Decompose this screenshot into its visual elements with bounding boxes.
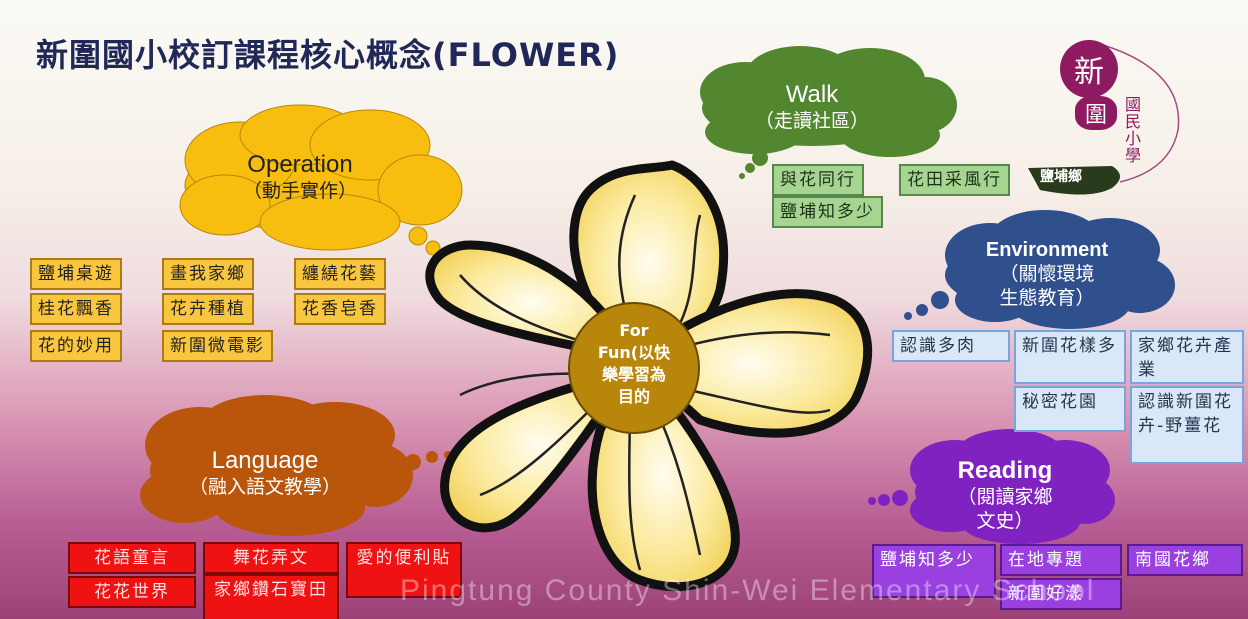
center-line-4: 目的	[617, 387, 650, 406]
environment-title: Environment	[985, 239, 1109, 261]
environment-item: 家鄉花卉產業	[1130, 330, 1244, 384]
operation-item: 桂花飄香	[30, 293, 122, 325]
language-item: 家鄉鑽石寶田	[203, 574, 339, 619]
operation-item: 花卉種植	[162, 293, 254, 325]
reading-item: 南國花鄉	[1127, 544, 1243, 576]
operation-label: Operation （動手實作）	[225, 150, 375, 204]
language-label: Language （融入語文教學）	[165, 446, 365, 500]
operation-subtitle: （動手實作）	[242, 180, 357, 202]
reading-subtitle-2: 文史）	[976, 509, 1034, 532]
reading-title: Reading	[957, 457, 1053, 484]
school-watermark: Pingtung County Shin-Wei Elementary Scho…	[400, 574, 1096, 607]
logo-banner: 鹽埔鄉	[1040, 169, 1082, 185]
operation-item: 新圍微電影	[162, 330, 273, 362]
operation-item: 花香皂香	[294, 293, 386, 325]
center-label: For Fun(以快 樂學習為 目的	[575, 320, 693, 408]
environment-item: 認識多肉	[892, 330, 1010, 362]
logo-badge-small: 圍	[1075, 96, 1117, 130]
environment-subtitle-2: 生態教育）	[999, 286, 1095, 309]
language-item: 花花世界	[68, 576, 196, 608]
center-line-3: 樂學習為	[601, 365, 666, 384]
language-item: 舞花弄文	[203, 542, 339, 574]
walk-item: 與花同行	[772, 164, 864, 196]
reading-label: Reading （閱讀家鄉 文史）	[940, 456, 1070, 534]
reading-item: 鹽埔知多少	[872, 544, 996, 598]
center-line-2: Fun(以快	[597, 343, 671, 362]
walk-title: Walk	[785, 81, 839, 108]
environment-item: 新圍花樣多	[1014, 330, 1126, 384]
operation-item: 花的妙用	[30, 330, 122, 362]
walk-item: 鹽埔知多少	[772, 196, 883, 228]
reading-item: 新圍好漾	[1000, 578, 1122, 610]
language-title: Language	[211, 447, 319, 474]
language-cloud	[140, 395, 452, 536]
logo-badge: 新	[1060, 40, 1118, 98]
walk-cloud	[700, 46, 957, 179]
logo-side-text: 國民小學	[1125, 95, 1142, 165]
operation-item: 畫我家鄉	[162, 258, 254, 290]
environment-item: 秘密花園	[1014, 386, 1126, 432]
walk-label: Walk （走讀社區）	[752, 80, 872, 134]
language-item: 愛的便利貼	[346, 542, 462, 598]
walk-subtitle: （走讀社區）	[754, 110, 869, 132]
language-item: 花語童言	[68, 542, 196, 574]
language-subtitle: （融入語文教學）	[188, 476, 341, 498]
operation-item: 纏繞花藝	[294, 258, 386, 290]
reading-subtitle-1: （閱讀家鄉	[957, 486, 1053, 508]
environment-cloud	[904, 210, 1175, 329]
operation-cloud	[179, 104, 463, 263]
environment-label: Environment （關懷環境 生態教育）	[972, 238, 1122, 311]
operation-item: 鹽埔桌遊	[30, 258, 122, 290]
operation-title: Operation	[247, 151, 353, 178]
page-title: 新圍國小校訂課程核心概念(FLOWER)	[36, 36, 620, 74]
center-line-1: For	[619, 321, 649, 340]
environment-item: 認識新圍花卉-野薑花	[1130, 386, 1244, 464]
walk-item: 花田采風行	[899, 164, 1010, 196]
reading-item: 在地專題	[1000, 544, 1122, 576]
reading-cloud	[868, 429, 1115, 544]
environment-subtitle-1: （關懷環境	[999, 263, 1095, 285]
